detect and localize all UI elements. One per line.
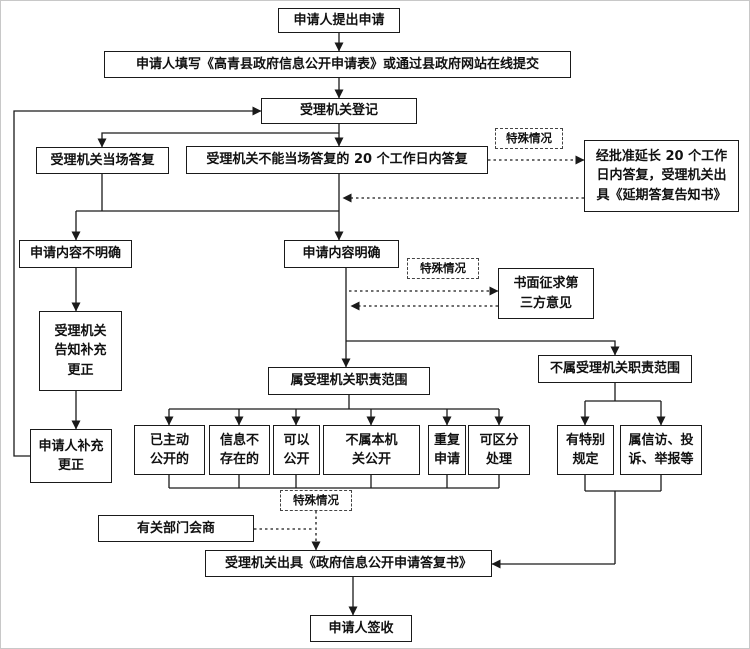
node-already-public: 已主动公开的 (134, 425, 205, 475)
node-reply-within-20-days: 受理机关不能当场答复的 20 个工作日内答复 (186, 146, 488, 174)
node-repeated-apply: 重复申请 (428, 425, 466, 475)
node-third-party-opinion: 书面征求第三方意见 (498, 268, 594, 319)
node-authority-register: 受理机关登记 (261, 98, 417, 124)
node-issue-reply-document: 受理机关出具《政府信息公开申请答复书》 (205, 550, 492, 577)
node-within-scope: 属受理机关职责范围 (268, 367, 430, 395)
node-special-case-1: 特殊情况 (495, 128, 563, 149)
node-applicant-submit: 申请人提出申请 (278, 8, 400, 33)
node-not-this-organ: 不属本机关公开 (323, 425, 420, 475)
node-petition-complaint: 属信访、投诉、举报等 (620, 425, 702, 475)
node-applicant-supplement: 申请人补充更正 (30, 429, 112, 483)
node-outside-scope: 不属受理机关职责范围 (538, 355, 692, 383)
node-extension-notice: 经批准延长 20 个工作日内答复，受理机关出具《延期答复告知书》 (584, 140, 739, 212)
node-separable-handle: 可区分处理 (468, 425, 530, 475)
node-info-not-exist: 信息不存在的 (209, 425, 270, 475)
node-special-case-2: 特殊情况 (407, 258, 479, 279)
node-special-rules: 有特别规定 (557, 425, 614, 475)
node-onspot-reply: 受理机关当场答复 (36, 147, 169, 174)
node-content-unclear: 申请内容不明确 (19, 240, 132, 268)
node-special-case-3: 特殊情况 (280, 490, 352, 511)
node-can-disclose: 可以公开 (273, 425, 320, 475)
node-notify-supplement: 受理机关告知补充更正 (39, 311, 122, 391)
node-fill-application-form: 申请人填写《高青县政府信息公开申请表》或通过县政府网站在线提交 (104, 51, 571, 78)
node-applicant-sign-receipt: 申请人签收 (310, 615, 412, 642)
node-content-clear: 申请内容明确 (284, 240, 399, 268)
node-department-consultation: 有关部门会商 (98, 515, 254, 542)
